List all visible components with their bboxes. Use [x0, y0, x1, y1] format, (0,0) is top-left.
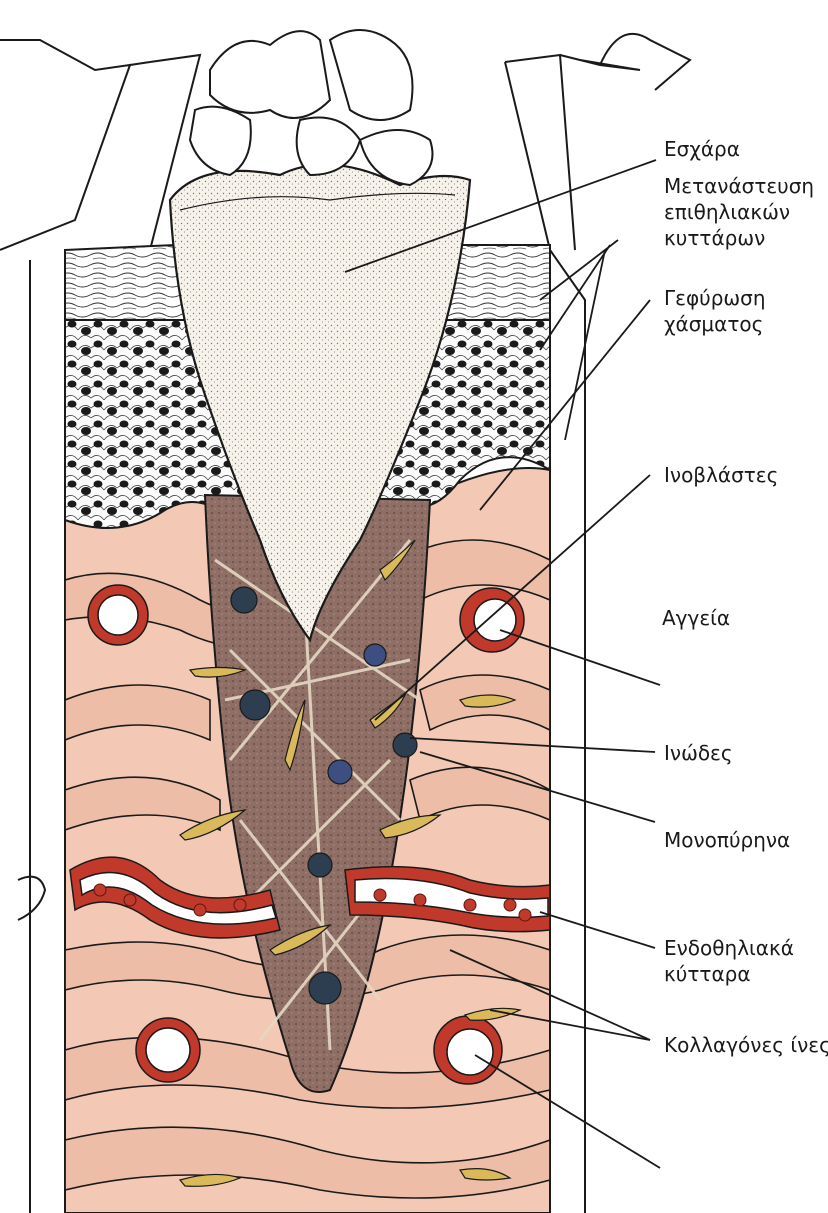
- label-fibrin: Ινώδες: [664, 740, 733, 766]
- label-gap-bridging-line-1: Γεφύρωση: [664, 285, 766, 311]
- label-gap-bridging: Γεφύρωση χάσματος: [664, 285, 766, 337]
- label-fibroblasts: Ινοβλάστες: [664, 462, 778, 488]
- label-monocytes: Μονοπύρηνα: [664, 827, 790, 853]
- label-eschar: Εσχάρα: [664, 136, 740, 162]
- label-epithelial-migration: Μετανάστευση επιθηλιακών κυττάρων: [664, 173, 814, 251]
- label-endothelial-cells-line-2: κύτταρα: [664, 961, 794, 987]
- label-epithelial-migration-line-1: Μετανάστευση: [664, 173, 814, 199]
- label-collagen-fibers: Κολλαγόνες ίνες: [664, 1032, 828, 1058]
- label-vessels: Αγγεία: [662, 605, 730, 631]
- label-endothelial-cells-line-1: Ενδοθηλιακά: [664, 935, 794, 961]
- scab-crust: [190, 30, 433, 185]
- label-endothelial-cells: Ενδοθηλιακά κύτταρα: [664, 935, 794, 987]
- label-gap-bridging-line-2: χάσματος: [664, 311, 766, 337]
- label-epithelial-migration-line-2: επιθηλιακών: [664, 199, 814, 225]
- label-epithelial-migration-line-3: κυττάρων: [664, 225, 814, 251]
